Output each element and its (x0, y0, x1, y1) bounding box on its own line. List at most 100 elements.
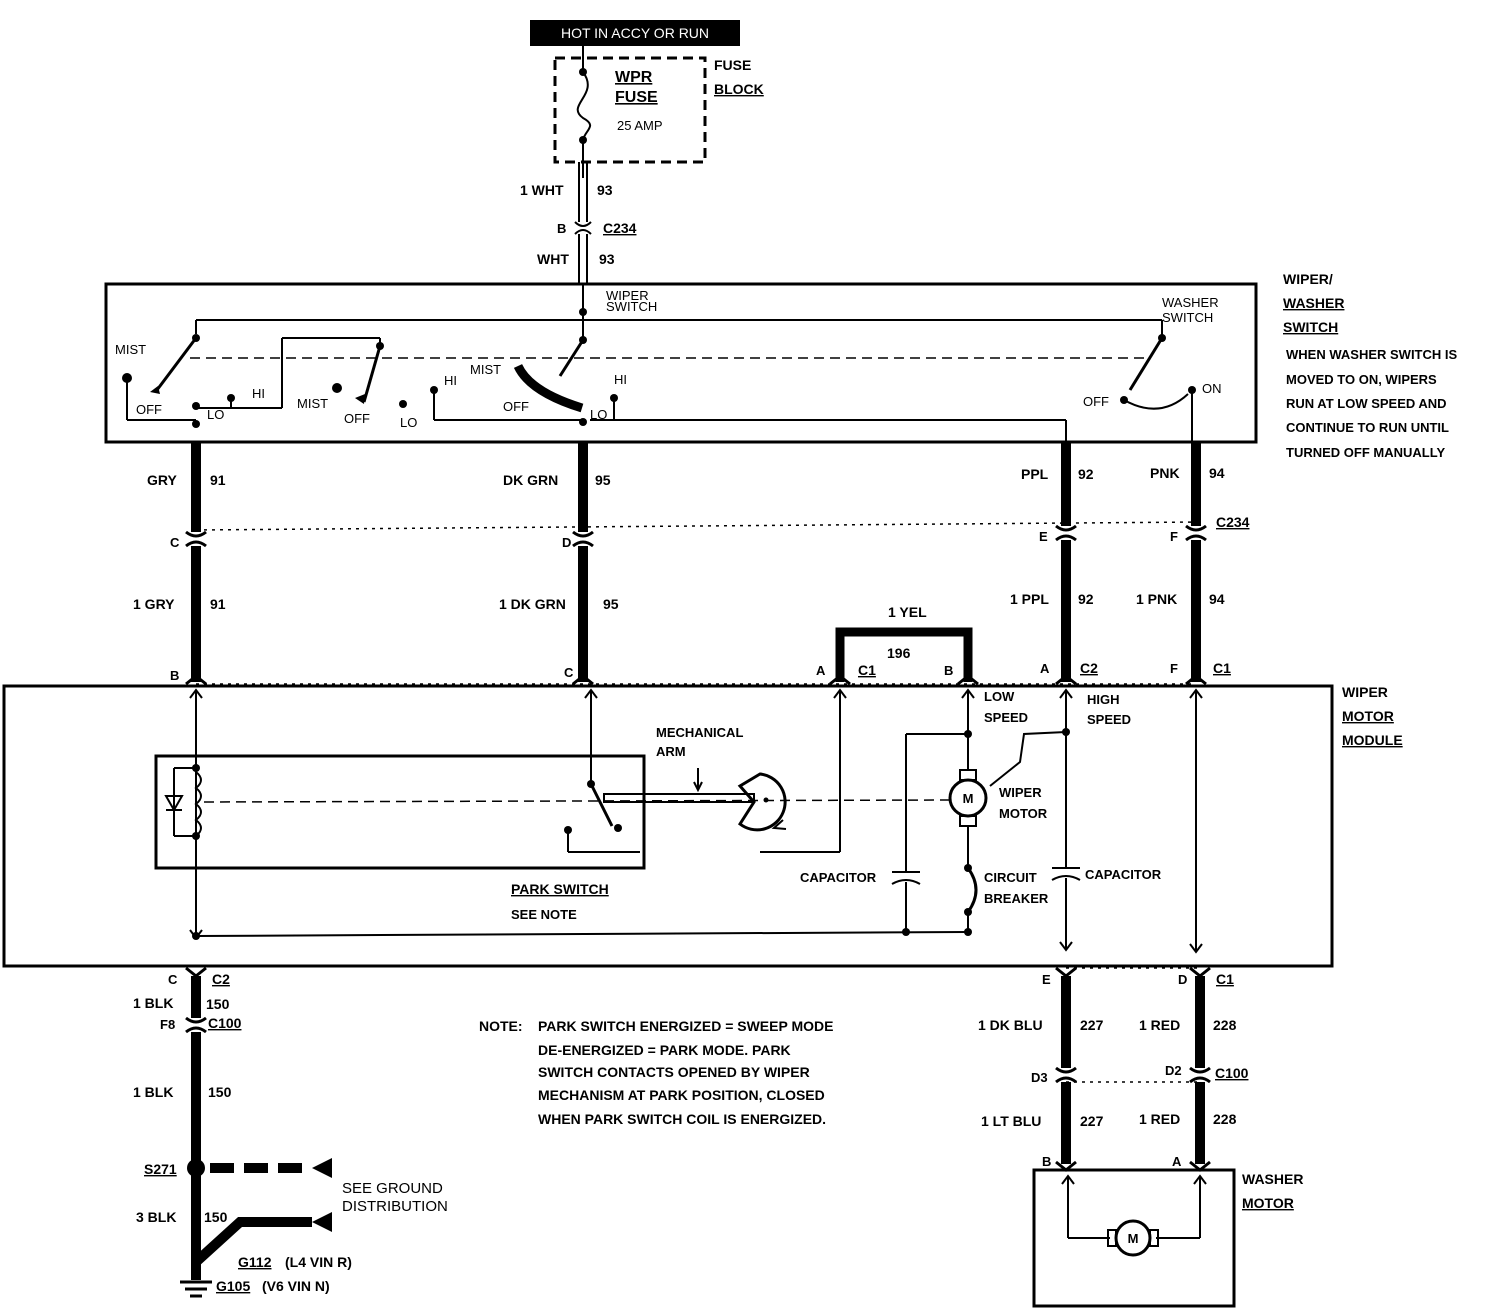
fuse-block-box (553, 56, 707, 164)
switch-box (104, 282, 1258, 444)
s2-hi: HI (444, 373, 457, 388)
module-title-2: MOTOR (1342, 708, 1394, 724)
see-note-label: SEE NOTE (511, 907, 577, 922)
pnk-label: PNK (1150, 465, 1180, 481)
c234-top-name: C234 (603, 220, 637, 236)
washer-motor-box (1032, 1168, 1236, 1308)
switch-internal-wiring (126, 284, 1193, 442)
c234-pin-f: F (1170, 529, 1178, 544)
s1-mist: MIST (115, 342, 146, 357)
ll-c100: C100 (208, 1015, 242, 1031)
s3-off: OFF (503, 399, 529, 414)
blk3-label: 3 BLK (136, 1209, 176, 1225)
ppl1-circuit: 92 (1078, 591, 1094, 607)
wws-title-1: WIPER/ (1283, 271, 1333, 287)
capacitor-left: CAPACITOR (800, 870, 877, 885)
washer-switch-label-2: SWITCH (1162, 310, 1213, 325)
g105-note: (V6 VIN N) (262, 1278, 330, 1294)
c1-label-a: C1 (858, 662, 876, 678)
see-ground-1: SEE GROUND (342, 1180, 443, 1197)
blk1-label: 1 BLK (133, 995, 173, 1011)
g105-label: G105 (216, 1278, 250, 1294)
dkgrn1-label: 1 DK GRN (499, 596, 566, 612)
lr-pin-b: B (1042, 1154, 1051, 1169)
ll-pin-c: C (168, 972, 178, 987)
s1-lo: LO (207, 407, 224, 422)
s3-hi: HI (614, 372, 627, 387)
wht2-circuit: 93 (599, 251, 615, 267)
lr-pin-d: D (1178, 972, 1187, 987)
gry-91-wire (185, 420, 207, 686)
gry1-circuit: 91 (210, 596, 226, 612)
red1-label: 1 RED (1139, 1017, 1180, 1033)
capacitor-right: CAPACITOR (1085, 867, 1162, 882)
lr-pin-d3: D3 (1031, 1070, 1048, 1085)
wiper-switch-label-2: SWITCH (606, 299, 657, 314)
yel-196-jumper (829, 627, 979, 686)
note-line-3: SWITCH CONTACTS OPENED BY WIPER (538, 1064, 810, 1080)
s2-lo: LO (400, 415, 417, 430)
mist-switch-left (122, 334, 235, 410)
washer-motor-wiring (1061, 1174, 1207, 1257)
wiper-switch-main (513, 336, 618, 426)
dkgrn-label: DK GRN (503, 472, 558, 488)
high-speed-2: SPEED (1087, 712, 1131, 727)
gry-circuit: 91 (210, 472, 226, 488)
lr-pin-a: A (1172, 1154, 1182, 1169)
module-title-1: WIPER (1342, 684, 1388, 700)
hot-in-accy-text: HOT IN ACCY OR RUN (561, 25, 709, 41)
ltblu-label: 1 LT BLU (981, 1113, 1041, 1129)
red-228-wire (1189, 966, 1211, 1172)
fuse-rating: 25 AMP (617, 118, 663, 133)
washer-switch-label-1: WASHER (1162, 295, 1219, 310)
dkblu-circuit: 227 (1080, 1017, 1104, 1033)
red2-label: 1 RED (1139, 1111, 1180, 1127)
wws-note-3: RUN AT LOW SPEED AND (1286, 396, 1447, 411)
pnk1-label: 1 PNK (1136, 591, 1177, 607)
pin-f-c1: F (1170, 661, 1178, 676)
park-switch-label: PARK SWITCH (511, 881, 609, 897)
pnk-circuit: 94 (1209, 465, 1225, 481)
dkgrn1-circuit: 95 (603, 596, 619, 612)
washer-motor-label-1: WASHER (1242, 1171, 1303, 1187)
wws-note-5: TURNED OFF MANUALLY (1286, 445, 1445, 460)
washer-off: OFF (1083, 394, 1109, 409)
c234-top-pin: B (557, 221, 566, 236)
wiper-switch-label-1: WIPER (606, 288, 649, 303)
gry1-label: 1 GRY (133, 596, 175, 612)
wht1-label: 1 WHT (520, 182, 564, 198)
lr-c1: C1 (1216, 971, 1234, 987)
note-line-2: DE-ENERGIZED = PARK MODE. PARK (538, 1042, 791, 1058)
note-line-5: WHEN PARK SWITCH COIL IS ENERGIZED. (538, 1111, 826, 1127)
blk2-label: 1 BLK (133, 1084, 173, 1100)
ppl-circuit: 92 (1078, 466, 1094, 482)
g112-label: G112 (238, 1254, 272, 1270)
dkgrn-95-wire (572, 442, 594, 686)
red2-circuit: 228 (1213, 1111, 1237, 1127)
wht2-label: WHT (537, 251, 569, 267)
dkblu-227-wire (1055, 966, 1077, 1172)
fuse-block-label-2: BLOCK (714, 81, 764, 97)
lr-pin-d2: D2 (1165, 1063, 1182, 1078)
pin-c-left: C (564, 665, 574, 680)
c234-pin-d: D (562, 535, 571, 550)
fuse-name-1: WPR (615, 69, 653, 86)
dkblu-label: 1 DK BLU (978, 1017, 1043, 1033)
wht1-circuit: 93 (597, 182, 613, 198)
s2-mist: MIST (297, 396, 328, 411)
c234-pin-c: C (170, 535, 180, 550)
c1-label-b: C1 (1213, 660, 1231, 676)
circuit-breaker-2: BREAKER (984, 891, 1049, 906)
splice-s271: S271 (144, 1161, 177, 1177)
ll-c2: C2 (212, 971, 230, 987)
pin-b-left: B (170, 668, 179, 683)
module-internal-wiring (189, 688, 1203, 954)
wws-title-2: WASHER (1283, 295, 1344, 311)
s1-off: OFF (136, 402, 162, 417)
wiper-motor-1: WIPER (999, 785, 1042, 800)
ppl1-label: 1 PPL (1010, 591, 1049, 607)
blk2-circuit: 150 (208, 1084, 232, 1100)
c234-name: C234 (1216, 514, 1250, 530)
yel-circuit: 196 (887, 645, 911, 661)
